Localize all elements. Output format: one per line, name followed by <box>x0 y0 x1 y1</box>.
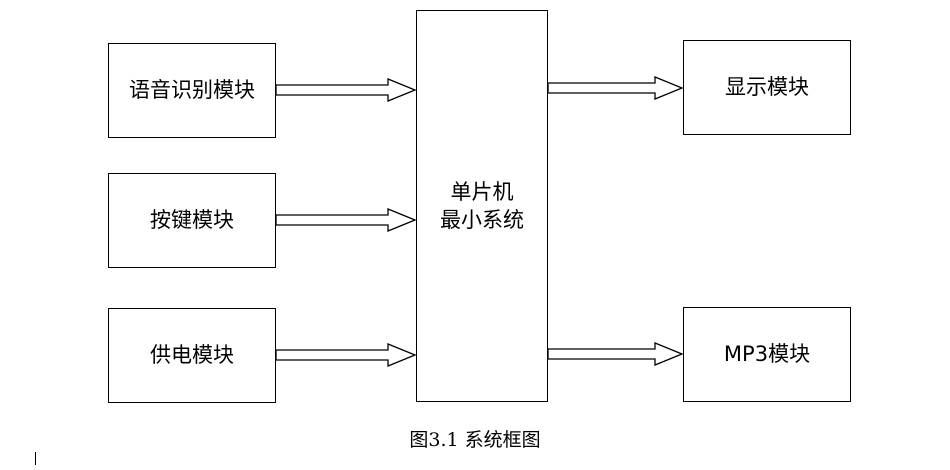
text-cursor-mark <box>35 452 36 465</box>
keypad-module: 按键模块 <box>108 173 276 268</box>
arrow-keys-to-mcu <box>275 208 417 232</box>
arrow-power-to-mcu <box>275 343 417 367</box>
voice-recognition-module: 语音识别模块 <box>108 43 276 138</box>
mp3-module-label: MP3模块 <box>723 342 811 367</box>
arrow-voice-to-mcu <box>275 78 417 102</box>
mp3-module: MP3模块 <box>683 307 851 402</box>
keypad-module-label: 按键模块 <box>150 208 234 233</box>
mcu-label-line1: 单片机 <box>450 179 514 204</box>
display-module: 显示模块 <box>683 40 851 135</box>
voice-recognition-module-label: 语音识别模块 <box>129 78 255 103</box>
arrow-mcu-to-display <box>547 76 684 100</box>
figure-caption: 图3.1 系统框图 <box>409 429 541 451</box>
arrow-mcu-to-mp3 <box>547 342 684 366</box>
power-supply-module: 供电模块 <box>108 308 276 403</box>
power-supply-module-label: 供电模块 <box>150 343 234 368</box>
mcu-label-line2: 最小系统 <box>440 208 524 232</box>
display-module-label: 显示模块 <box>725 75 809 100</box>
mcu-minimum-system: 单片机 最小系统 <box>416 10 548 402</box>
